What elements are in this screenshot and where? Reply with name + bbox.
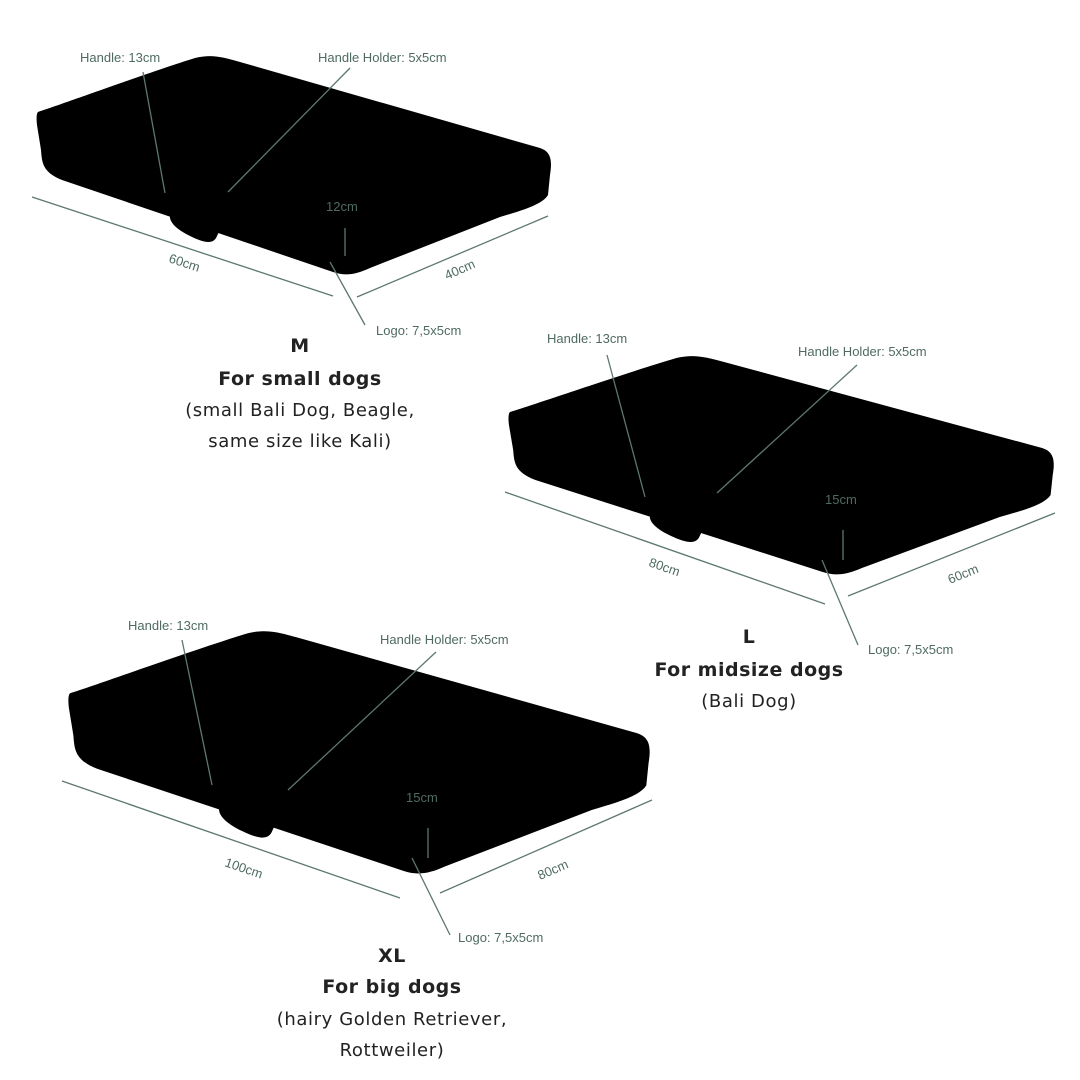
handle-label-l: Handle: 13cm [547, 331, 627, 346]
handle-label-m: Handle: 13cm [80, 50, 160, 65]
length-label-l: 80cm [647, 555, 682, 580]
width-label-m: 40cm [442, 256, 477, 283]
width-label-xl: 80cm [535, 857, 570, 883]
length-label-m: 60cm [167, 251, 202, 275]
bed-m: Handle: 13cm Handle Holder: 5x5cm 12cm 6… [31, 50, 551, 452]
desc-xl-2: Rottweiler) [340, 1040, 445, 1061]
holder-label-xl: Handle Holder: 5x5cm [380, 632, 509, 647]
height-label-xl: 15cm [406, 790, 438, 805]
height-label-l: 15cm [825, 492, 857, 507]
bed-l-drawing [508, 356, 1054, 575]
length-line-l [504, 491, 826, 605]
logo-leader-m [329, 261, 366, 326]
size-l: L [743, 626, 756, 648]
logo-label-m: Logo: 7,5x5cm [376, 323, 461, 338]
length-line-m [31, 196, 334, 297]
logo-label-l: Logo: 7,5x5cm [868, 642, 953, 657]
handle-leader-l [606, 354, 646, 498]
logo-label-xl: Logo: 7,5x5cm [458, 930, 543, 945]
holder-label-l: Handle Holder: 5x5cm [798, 344, 927, 359]
width-line-m [356, 215, 549, 298]
width-line-xl [439, 799, 653, 894]
title-xl: For big dogs [322, 976, 461, 998]
bed-xl: Handle: 13cm Handle Holder: 5x5cm 15cm 1… [61, 618, 653, 1061]
desc-m-1: (small Bali Dog, Beagle, [185, 400, 415, 421]
handle-leader-m [142, 71, 166, 194]
holder-label-m: Handle Holder: 5x5cm [318, 50, 447, 65]
bed-l: Handle: 13cm Handle Holder: 5x5cm 15cm 8… [504, 331, 1056, 712]
handle-leader-xl [181, 639, 213, 786]
length-label-xl: 100cm [223, 855, 265, 882]
desc-xl-1: (hairy Golden Retriever, [277, 1009, 507, 1030]
title-l: For midsize dogs [654, 659, 843, 681]
bed-m-drawing [36, 56, 551, 275]
size-m: M [290, 335, 309, 357]
size-xl: XL [378, 945, 406, 967]
desc-m-2: same size like Kali) [208, 431, 391, 452]
logo-leader-l [821, 559, 859, 646]
width-label-l: 60cm [946, 561, 981, 587]
holder-leader-m [227, 67, 351, 193]
title-m: For small dogs [218, 368, 381, 390]
desc-l-1: (Bali Dog) [701, 691, 796, 712]
holder-leader-l [716, 364, 858, 494]
length-line-xl [61, 780, 401, 899]
logo-leader-xl [411, 857, 451, 936]
width-line-l [847, 512, 1056, 597]
handle-label-xl: Handle: 13cm [128, 618, 208, 633]
holder-leader-xl [287, 651, 437, 791]
bed-xl-drawing [68, 631, 650, 874]
height-label-m: 12cm [326, 199, 358, 214]
